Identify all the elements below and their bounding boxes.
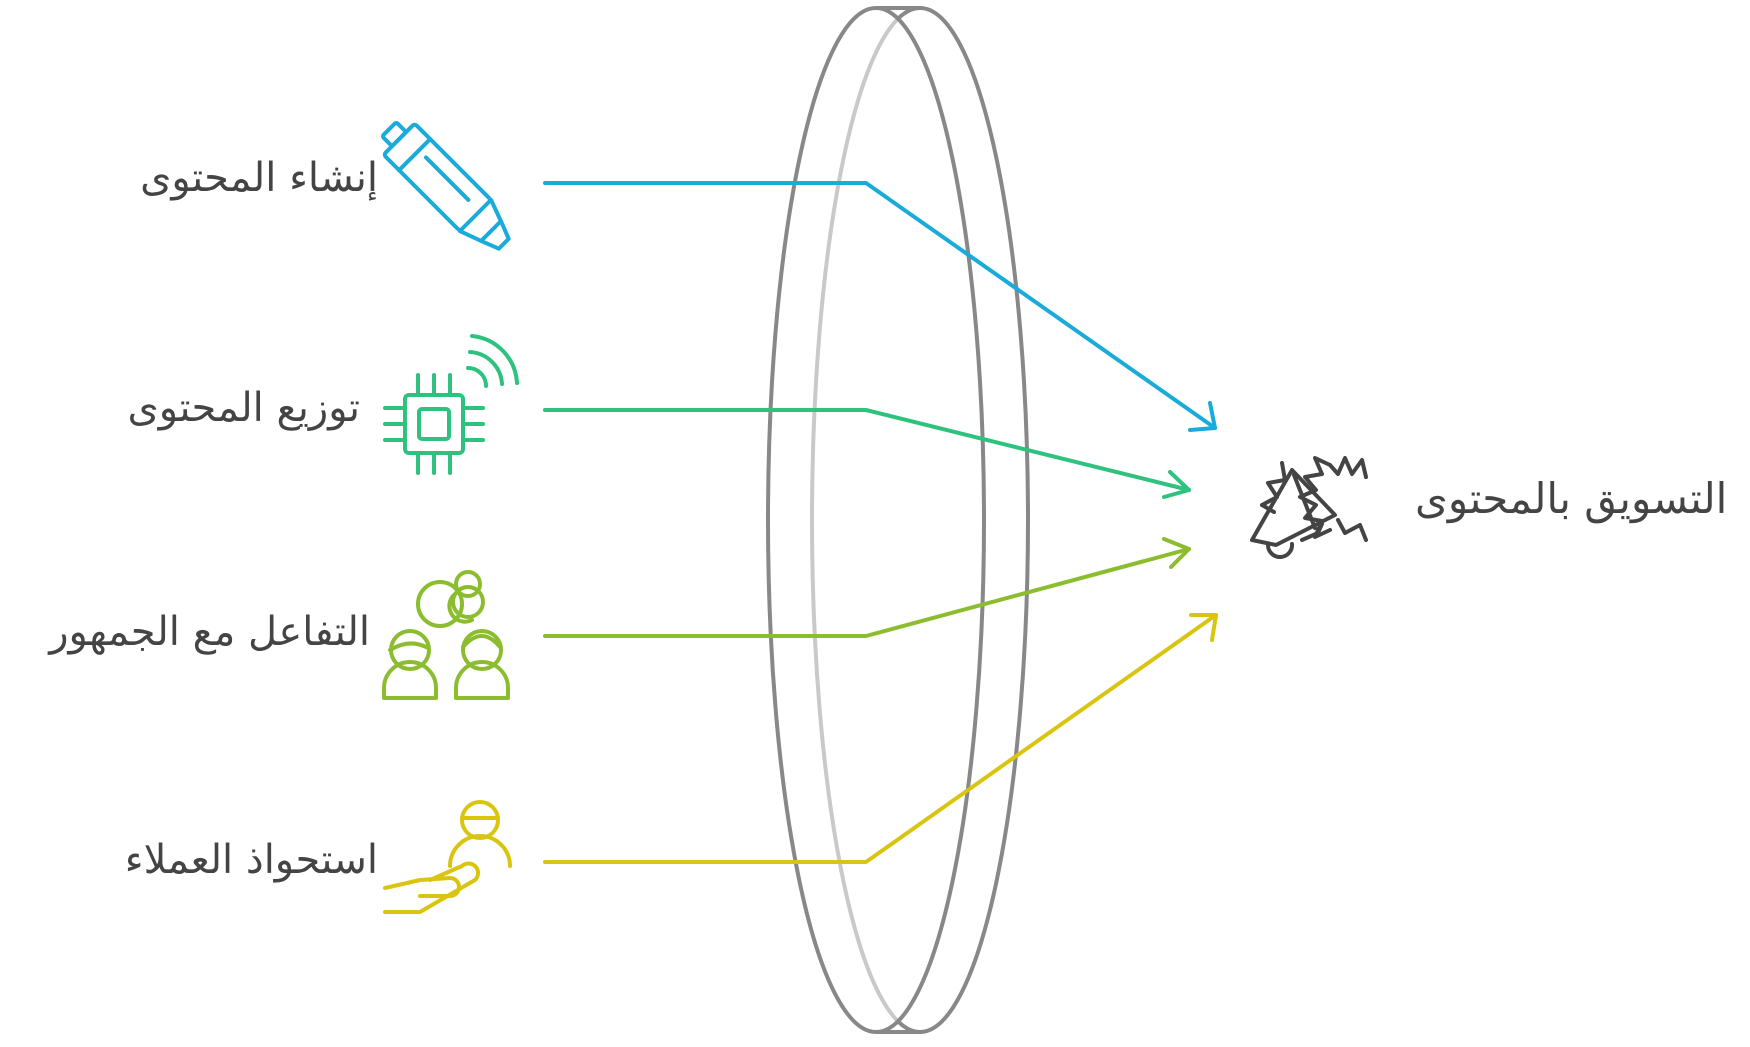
arrow-create	[543, 181, 1217, 432]
arrow-acquisition	[543, 613, 1218, 864]
people-chat-icon	[382, 570, 510, 700]
hand-user-icon	[383, 800, 512, 914]
input-label-distribution: توزيع المحتوى	[127, 385, 360, 431]
input-label-engagement: التفاعل مع الجمهور	[49, 609, 370, 655]
result-label: التسويق بالمحتوى	[1415, 474, 1728, 523]
arrow-distribution	[543, 408, 1191, 499]
pen-icon	[380, 120, 511, 251]
chip-signal-icon	[383, 334, 519, 475]
megaphone-badge-icon	[1250, 456, 1368, 559]
lens-icon	[766, 6, 1030, 1034]
input-label-create: إنشاء المحتوى	[140, 155, 378, 201]
arrow-engagement	[543, 537, 1191, 638]
input-label-acquisition: استحواذ العملاء	[124, 837, 378, 883]
